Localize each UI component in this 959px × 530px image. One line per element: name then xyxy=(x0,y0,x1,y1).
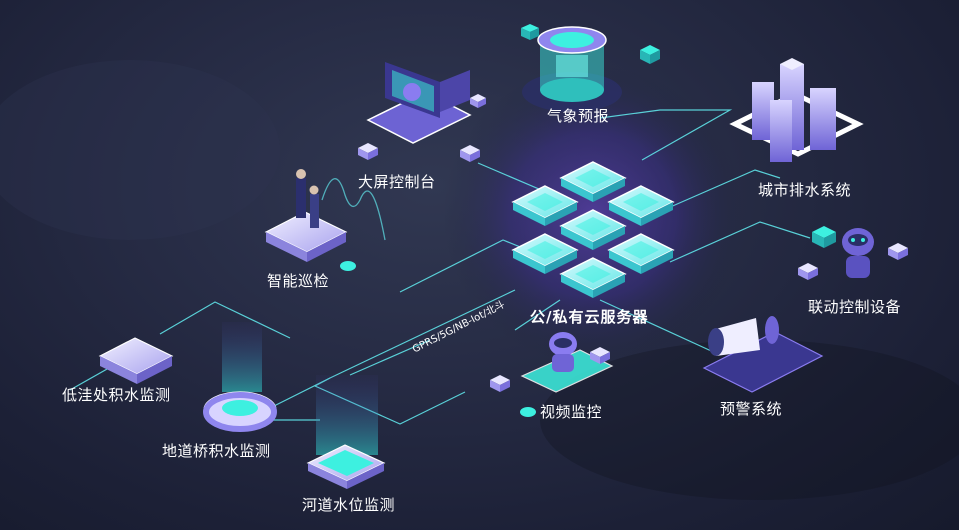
decor-cube-icon xyxy=(358,143,378,160)
decor-cube-icon xyxy=(490,375,510,392)
line-linkage xyxy=(669,221,811,263)
smoke-shape xyxy=(0,60,280,240)
node-label-warning: 预警系统 xyxy=(720,400,783,418)
node-label-patrol: 智能巡检 xyxy=(267,272,330,290)
node-label-server: 公/私有云服务器 xyxy=(530,308,649,326)
server-tile xyxy=(559,161,627,202)
server-tile xyxy=(511,233,579,274)
decor-cube-icon xyxy=(470,94,486,108)
node-label-linkage: 联动控制设备 xyxy=(808,298,902,316)
city-buildings-icon xyxy=(729,58,864,162)
decor-cube-icon xyxy=(640,45,660,64)
patrol-pad-icon xyxy=(264,169,386,262)
server-tile xyxy=(511,185,579,226)
decor-cube-icon xyxy=(590,347,610,364)
node-label-river: 河道水位监测 xyxy=(302,496,396,514)
node-label-drainage: 城市排水系统 xyxy=(758,181,852,199)
decor-cube-icon xyxy=(460,145,480,162)
line-branch xyxy=(349,339,431,376)
node-label-video: 视频监控 xyxy=(540,403,603,421)
water-drop-icon xyxy=(340,261,356,271)
river-gauge-icon xyxy=(306,444,386,489)
line-warning xyxy=(599,299,721,356)
decor-cube-icon xyxy=(798,263,818,280)
megaphone-icon xyxy=(702,316,824,393)
decor-cube-icon xyxy=(888,243,908,260)
node-label-weather: 气象预报 xyxy=(547,107,610,125)
server-tile xyxy=(607,185,675,226)
weather-cylinder-icon xyxy=(522,26,622,112)
robot-linkage-icon xyxy=(812,226,874,278)
node-label-underpass: 地道桥积水监测 xyxy=(162,442,271,460)
server-stack xyxy=(511,161,675,298)
decor-cube-icon xyxy=(521,24,539,40)
server-tile xyxy=(559,209,627,250)
line-drainage xyxy=(651,169,781,216)
robot-camera-icon xyxy=(520,332,614,393)
light-beam xyxy=(316,375,378,455)
light-beam xyxy=(222,322,262,392)
node-label-big-screen: 大屏控制台 xyxy=(358,173,436,191)
underpass-ring-icon xyxy=(203,391,277,432)
line-lowland xyxy=(159,301,291,339)
server-tile xyxy=(607,233,675,274)
water-drop-icon xyxy=(520,407,536,417)
lowland-sensor-icon xyxy=(98,337,174,384)
smoke-shape xyxy=(540,340,959,500)
line-video xyxy=(514,299,561,331)
node-label-lowland: 低洼处积水监测 xyxy=(62,386,171,404)
monitor-console-icon xyxy=(366,62,472,144)
line-weather xyxy=(599,109,733,161)
server-tile xyxy=(559,257,627,298)
